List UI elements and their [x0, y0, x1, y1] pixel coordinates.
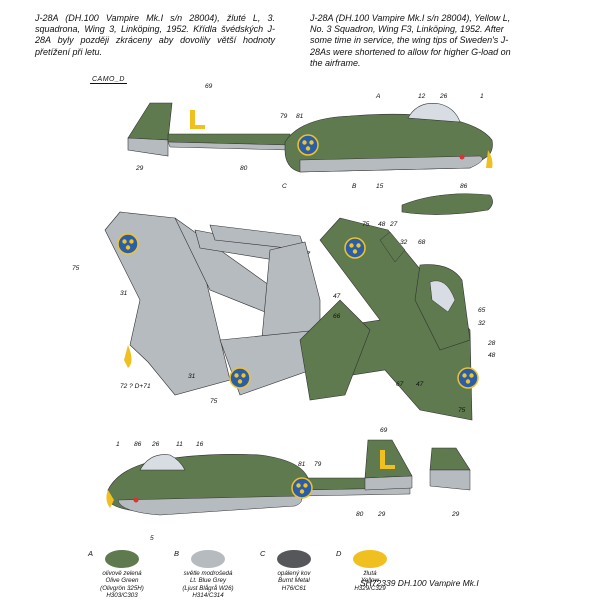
callout-1: 1 [480, 93, 484, 100]
callout-28: 28 [487, 340, 496, 347]
lower-side-callouts: 1 86 26 11 16 69 81 79 80 29 29 5 [116, 427, 460, 542]
side-profile-lower [106, 439, 471, 516]
callout-75-b: 75 [210, 398, 218, 405]
side-profile-upper [127, 102, 493, 215]
callout-11: 11 [176, 441, 183, 448]
callout-47-a: 47 [333, 293, 341, 300]
upper-side-callouts: 69 A 12 26 1 79 81 29 80 C B 15 86 [135, 83, 484, 190]
callout-serial: 72 ? D+71 [120, 383, 151, 390]
callout-26: 26 [439, 93, 448, 100]
callout-81: 81 [296, 113, 304, 120]
callout-67: 67 [396, 381, 404, 388]
yellow-L-code [190, 110, 205, 129]
callout-16: 16 [196, 441, 204, 448]
callout-80: 80 [240, 165, 248, 172]
callout-47-b: 47 [416, 381, 424, 388]
callout-12: 12 [418, 93, 426, 100]
callout-a: A [375, 93, 381, 100]
callout-79: 79 [280, 113, 288, 120]
callout-29-lower-a: 29 [377, 511, 386, 518]
callout-75: 75 [362, 221, 370, 228]
camo-label: CAMO_D [90, 76, 127, 84]
callout-5: 5 [150, 535, 154, 542]
callout-69-lower: 69 [380, 427, 388, 434]
caption-english: J-28A (DH.100 Vampire Mk.I s/n 28004), Y… [310, 13, 511, 68]
callout-27: 27 [389, 221, 398, 228]
callout-48-b: 48 [488, 352, 496, 359]
lower-fin [364, 439, 413, 479]
callout-80-lower: 80 [356, 511, 364, 518]
callout-32-a: 32 [400, 239, 408, 246]
callout-1-lower: 1 [116, 441, 120, 448]
legend-swatch-d [353, 550, 387, 568]
lower-canopy [139, 454, 186, 471]
caption-czech: J-28A (DH.100 Vampire Mk.I s/n 28004), ž… [35, 13, 275, 57]
callout-81-lower: 81 [298, 461, 306, 468]
callout-79-lower: 79 [314, 461, 322, 468]
callout-66: 66 [333, 313, 341, 320]
top-view-callouts: 75 48 27 32 68 47 66 65 32 28 48 67 47 7… [333, 221, 496, 414]
callout-65: 65 [478, 307, 486, 314]
underside-view [104, 211, 326, 396]
callout-48: 48 [378, 221, 386, 228]
drop-tank [401, 193, 493, 215]
callout-c: C [282, 183, 287, 190]
callout-31-b: 31 [188, 373, 196, 380]
footer-product-code: SH72339 DH.100 Vampire Mk.I [360, 578, 479, 588]
callout-68: 68 [418, 239, 426, 246]
callout-86: 86 [460, 183, 468, 190]
top-view [299, 217, 479, 421]
callout-31-a: 31 [120, 290, 128, 297]
callout-69: 69 [205, 83, 213, 90]
legend-swatch-c [277, 550, 311, 568]
upper-canopy [407, 103, 461, 123]
callout-15: 15 [376, 183, 384, 190]
callout-b: B [352, 183, 357, 190]
callout-29-lower-b: 29 [451, 511, 460, 518]
callout-75-a: 75 [72, 265, 80, 272]
upper-fin [127, 102, 173, 141]
underside-callouts: 75 31 31 75 72 ? D+71 [72, 265, 218, 405]
legend-swatch-b [191, 550, 225, 568]
callout-32-b: 32 [478, 320, 486, 327]
callout-75-b-top: 75 [458, 407, 466, 414]
legend-swatch-a [105, 550, 139, 568]
callout-26-lower: 26 [151, 441, 160, 448]
callout-86-lower: 86 [134, 441, 142, 448]
callout-29: 29 [135, 165, 144, 172]
